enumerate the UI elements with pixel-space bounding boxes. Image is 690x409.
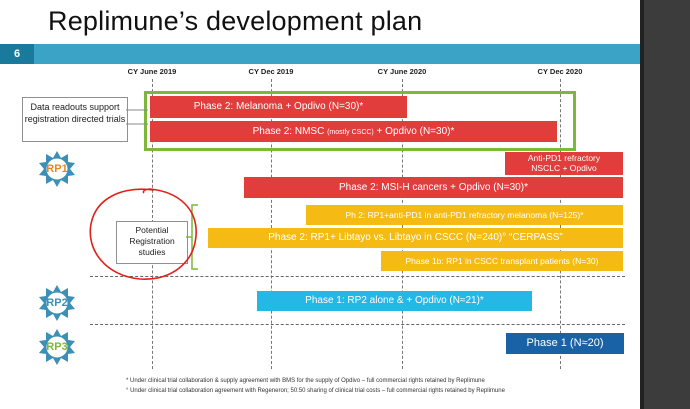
nmsc-trial-note: (mostly CSCC) [327, 129, 374, 136]
window-frame [640, 0, 690, 409]
hand-drawn-circle-annotation [89, 188, 197, 280]
slide: Replimune’s development plan 6 CY June 2… [0, 0, 640, 409]
page-number: 6 [0, 44, 34, 64]
nmsc-trial-bar: Phase 2: NMSC (mostly CSCC) + Opdivo (N=… [150, 121, 557, 142]
title-bar [0, 44, 640, 64]
timeline-label-dec-2020: CY Dec 2020 [537, 67, 583, 76]
section-separator [90, 276, 625, 277]
window-frame-edge [640, 0, 644, 409]
rp2-badge: RP2 [38, 284, 76, 322]
timeline-label-june-2019: CY June 2019 [127, 67, 177, 76]
potential-registration-text: Potential Registration studies [129, 225, 175, 257]
section-separator [90, 324, 625, 325]
data-readouts-callout: Data readouts support registration direc… [22, 97, 128, 142]
registration-bracket [186, 204, 198, 270]
page-title: Replimune’s development plan [48, 6, 423, 36]
rp3-badge: RP3 [38, 328, 76, 366]
rp3-label: RP3 [46, 341, 68, 353]
refractory-melanoma-trial-bar: Ph 2: RP1+anti-PD1 in anti-PD1 refractor… [306, 205, 623, 225]
sun-gear-badge-icon [39, 151, 75, 187]
potential-registration-callout: Potential Registration studies [116, 221, 188, 264]
timeline-gridline [271, 79, 272, 369]
melanoma-trial-bar: Phase 2: Melanoma + Opdivo (N=30)* [150, 96, 407, 118]
transplant-trial-bar: Phase 1b: RP1 in CSCC transplant patient… [381, 251, 623, 271]
rp2-phase1-trial-bar: Phase 1: RP2 alone & + Opdivo (N≈21)* [257, 291, 532, 311]
nsclc-trial-line2: NSCLC + Opdivo [531, 163, 597, 173]
footnote-bms: * Under clinical trial collaboration & s… [126, 378, 485, 384]
sun-gear-badge-icon [39, 329, 75, 365]
rp2-label: RP2 [46, 297, 68, 309]
rp1-label: RP1 [46, 163, 68, 175]
msi-h-trial-bar: Phase 2: MSI-H cancers + Opdivo (N=30)* [244, 177, 623, 198]
nmsc-trial-suffix: + Opdivo (N=30)* [373, 126, 455, 137]
footnote-regeneron: ° Under clinical trial collaboration agr… [126, 388, 505, 394]
rp3-phase1-trial-bar: Phase 1 (N≈20) [506, 333, 624, 354]
nmsc-trial-label: Phase 2: NMSC [252, 126, 328, 137]
nsclc-trial-line1: Anti-PD1 refractory [527, 153, 601, 163]
nsclc-trial-bar: Anti-PD1 refractory NSCLC + Opdivo [505, 152, 623, 175]
sun-gear-badge-icon [39, 285, 75, 321]
callout-connector [126, 109, 148, 125]
rp1-badge: RP1 [38, 150, 76, 188]
data-readouts-text: Data readouts support registration direc… [24, 102, 126, 124]
cerpass-trial-bar: Phase 2: RP1+ Libtayo vs. Libtayo in CSC… [208, 228, 623, 248]
timeline-label-dec-2019: CY Dec 2019 [248, 67, 294, 76]
timeline-label-june-2020: CY June 2020 [377, 67, 427, 76]
registration-highlight-box [144, 91, 576, 151]
